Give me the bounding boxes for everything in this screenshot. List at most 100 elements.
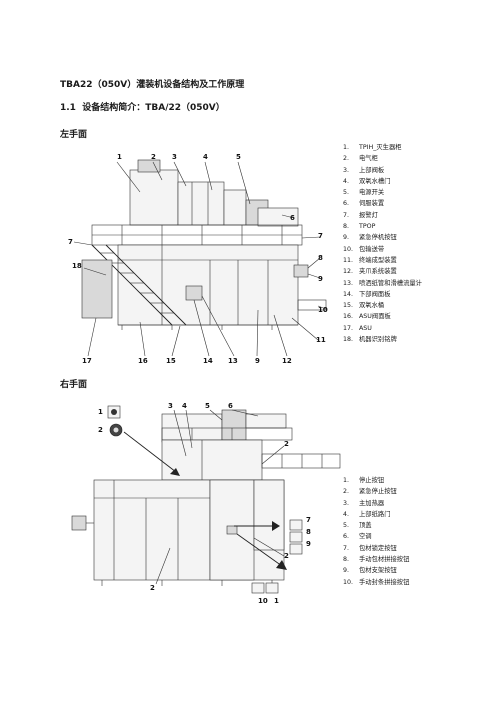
right-callout-4: 4 xyxy=(182,402,187,410)
left-callout-12: 12 xyxy=(282,357,292,365)
left-callout-18: 18 xyxy=(72,262,82,270)
legend-text: 停止按钮 xyxy=(359,477,385,484)
legend-number: 18. xyxy=(343,336,354,344)
document-title: TBA22（050V）灌装机设备结构及工作原理 xyxy=(60,80,245,90)
legend-number: 1. xyxy=(343,144,350,151)
legend-item: 15. 双氧水桶 xyxy=(343,300,422,311)
legend-text: 下部阀面板 xyxy=(359,290,391,298)
legend-text: 终端成型装置 xyxy=(359,256,397,264)
electrical-cabinet xyxy=(177,181,225,226)
legend-item: 2. 电气柜 xyxy=(343,153,422,164)
legend-item: 5.顶盖 xyxy=(343,520,409,531)
legend-text: 电源开关 xyxy=(359,189,385,197)
left-callout-6: 6 xyxy=(290,214,295,222)
legend-number: 11. xyxy=(343,256,354,264)
left-callout-7a: 7 xyxy=(68,238,73,246)
left-callout-11: 11 xyxy=(316,336,326,344)
package-conveyor xyxy=(297,299,327,311)
staircase xyxy=(91,244,187,326)
right-callout-2d: 2 xyxy=(150,584,155,592)
right-view-heading: 右手面 xyxy=(60,380,88,390)
legend-number: 9. xyxy=(343,234,350,242)
section-number: 1.1 xyxy=(60,103,76,113)
asu-unit xyxy=(81,259,113,319)
legend-text: 包材锁定按钮 xyxy=(359,544,397,552)
left-callout-2: 2 xyxy=(151,153,156,161)
legend-text: ASU阀面板 xyxy=(359,313,391,321)
legend-item: 3.主加热器 xyxy=(343,498,409,509)
section-heading: 1.1 设备结构简介：TBA/22（050V） xyxy=(60,100,225,113)
legend-text: 上部阀板 xyxy=(359,166,385,174)
legend-number: 3. xyxy=(343,166,350,174)
legend-number: 6. xyxy=(343,533,350,541)
air-conditioner xyxy=(245,413,287,429)
legend-number: 10. xyxy=(343,578,354,586)
legend-text: 双氧水槽门 xyxy=(359,177,391,185)
right-callout-6: 6 xyxy=(228,402,233,410)
legend-text: 紧急停机按钮 xyxy=(359,234,397,242)
right-callout-5: 5 xyxy=(205,402,210,410)
section-text: 设备结构简介：TBA/22（050V） xyxy=(82,103,225,113)
legend-text: TPIH_灭生器柜 xyxy=(359,144,402,151)
left-view-heading: 左手面 xyxy=(60,130,88,140)
left-callout-16: 16 xyxy=(138,357,148,365)
legend-number: 13. xyxy=(343,279,354,287)
legend-item: 14. 下部阀面板 xyxy=(343,289,422,300)
legend-text: ASU xyxy=(359,324,372,332)
upper-valve-panel xyxy=(223,189,247,226)
legend-number: 7. xyxy=(343,211,350,219)
cabinet-top-unit xyxy=(137,159,161,173)
right-view-diagram: 1 2 3 4 5 6 2 7 8 9 2 2 10 1 xyxy=(71,402,341,605)
left-callout-4: 4 xyxy=(203,153,208,161)
legend-number: 7. xyxy=(343,544,350,552)
right-callout-7: 7 xyxy=(306,516,311,524)
legend-item: 3. 上部阀板 xyxy=(343,165,422,176)
legend-text: 电气柜 xyxy=(359,155,378,163)
legend-item: 7.报警灯 xyxy=(343,210,422,221)
legend-number: 14. xyxy=(343,290,354,298)
left-callout-9a: 9 xyxy=(318,275,323,283)
side-control-box xyxy=(71,515,87,531)
legend-item: 9.包材支架按钮 xyxy=(343,565,409,576)
reel-holder-button-icon xyxy=(289,543,303,555)
legend-item: 7. 包材锁定按钮 xyxy=(343,543,409,554)
legend-item: 11. 终端成型装置 xyxy=(343,255,422,266)
legend-item: 10. 包输送带 xyxy=(343,244,422,255)
legend-text: TPOP xyxy=(359,223,376,231)
legend-number: 12. xyxy=(343,268,354,276)
left-callout-9b: 9 xyxy=(255,357,260,365)
legend-text: 空调 xyxy=(359,533,372,541)
left-callout-10: 10 xyxy=(318,306,328,314)
legend-text: 双氧水桶 xyxy=(359,302,385,310)
right-callout-2a: 2 xyxy=(98,426,103,434)
left-callout-3: 3 xyxy=(172,153,177,161)
legend-text: 手动封条拼接按钮 xyxy=(359,578,410,586)
legend-number: 1. xyxy=(343,477,350,484)
legend-number: 8. xyxy=(343,223,350,231)
legend-item: 2.紧急停止按钮 xyxy=(343,486,409,497)
legend-number: 5. xyxy=(343,189,350,197)
splice-button-panel xyxy=(226,525,238,535)
right-callout-1b: 1 xyxy=(274,597,279,605)
legend-item: 9. 紧急停机按钮 xyxy=(343,232,422,243)
legend-item: 8.手动包材拼接按钮 xyxy=(343,554,409,565)
left-callout-8: 8 xyxy=(318,254,323,262)
legend-text: 伺服装置 xyxy=(359,200,385,208)
legend-text: 包材支架按钮 xyxy=(359,567,397,575)
legend-text: 包输送带 xyxy=(359,245,385,253)
legend-text: 上部纸路门 xyxy=(359,510,391,518)
top-cover xyxy=(221,409,247,441)
legend-item: 8. TPOP xyxy=(343,221,422,232)
legend-number: 15. xyxy=(343,302,354,310)
tpih-cabinet xyxy=(129,169,179,226)
right-callout-1a: 1 xyxy=(98,408,103,416)
legend-item: 17.ASU xyxy=(343,323,422,334)
legend-number: 4. xyxy=(343,510,350,518)
legend-text: 顶盖 xyxy=(359,522,372,530)
legend-number: 10. xyxy=(343,245,354,253)
legend-number: 2. xyxy=(343,155,350,163)
reel-lock-button-icon xyxy=(289,519,303,531)
left-callout-14: 14 xyxy=(203,357,213,365)
tpop-panel xyxy=(293,264,309,278)
